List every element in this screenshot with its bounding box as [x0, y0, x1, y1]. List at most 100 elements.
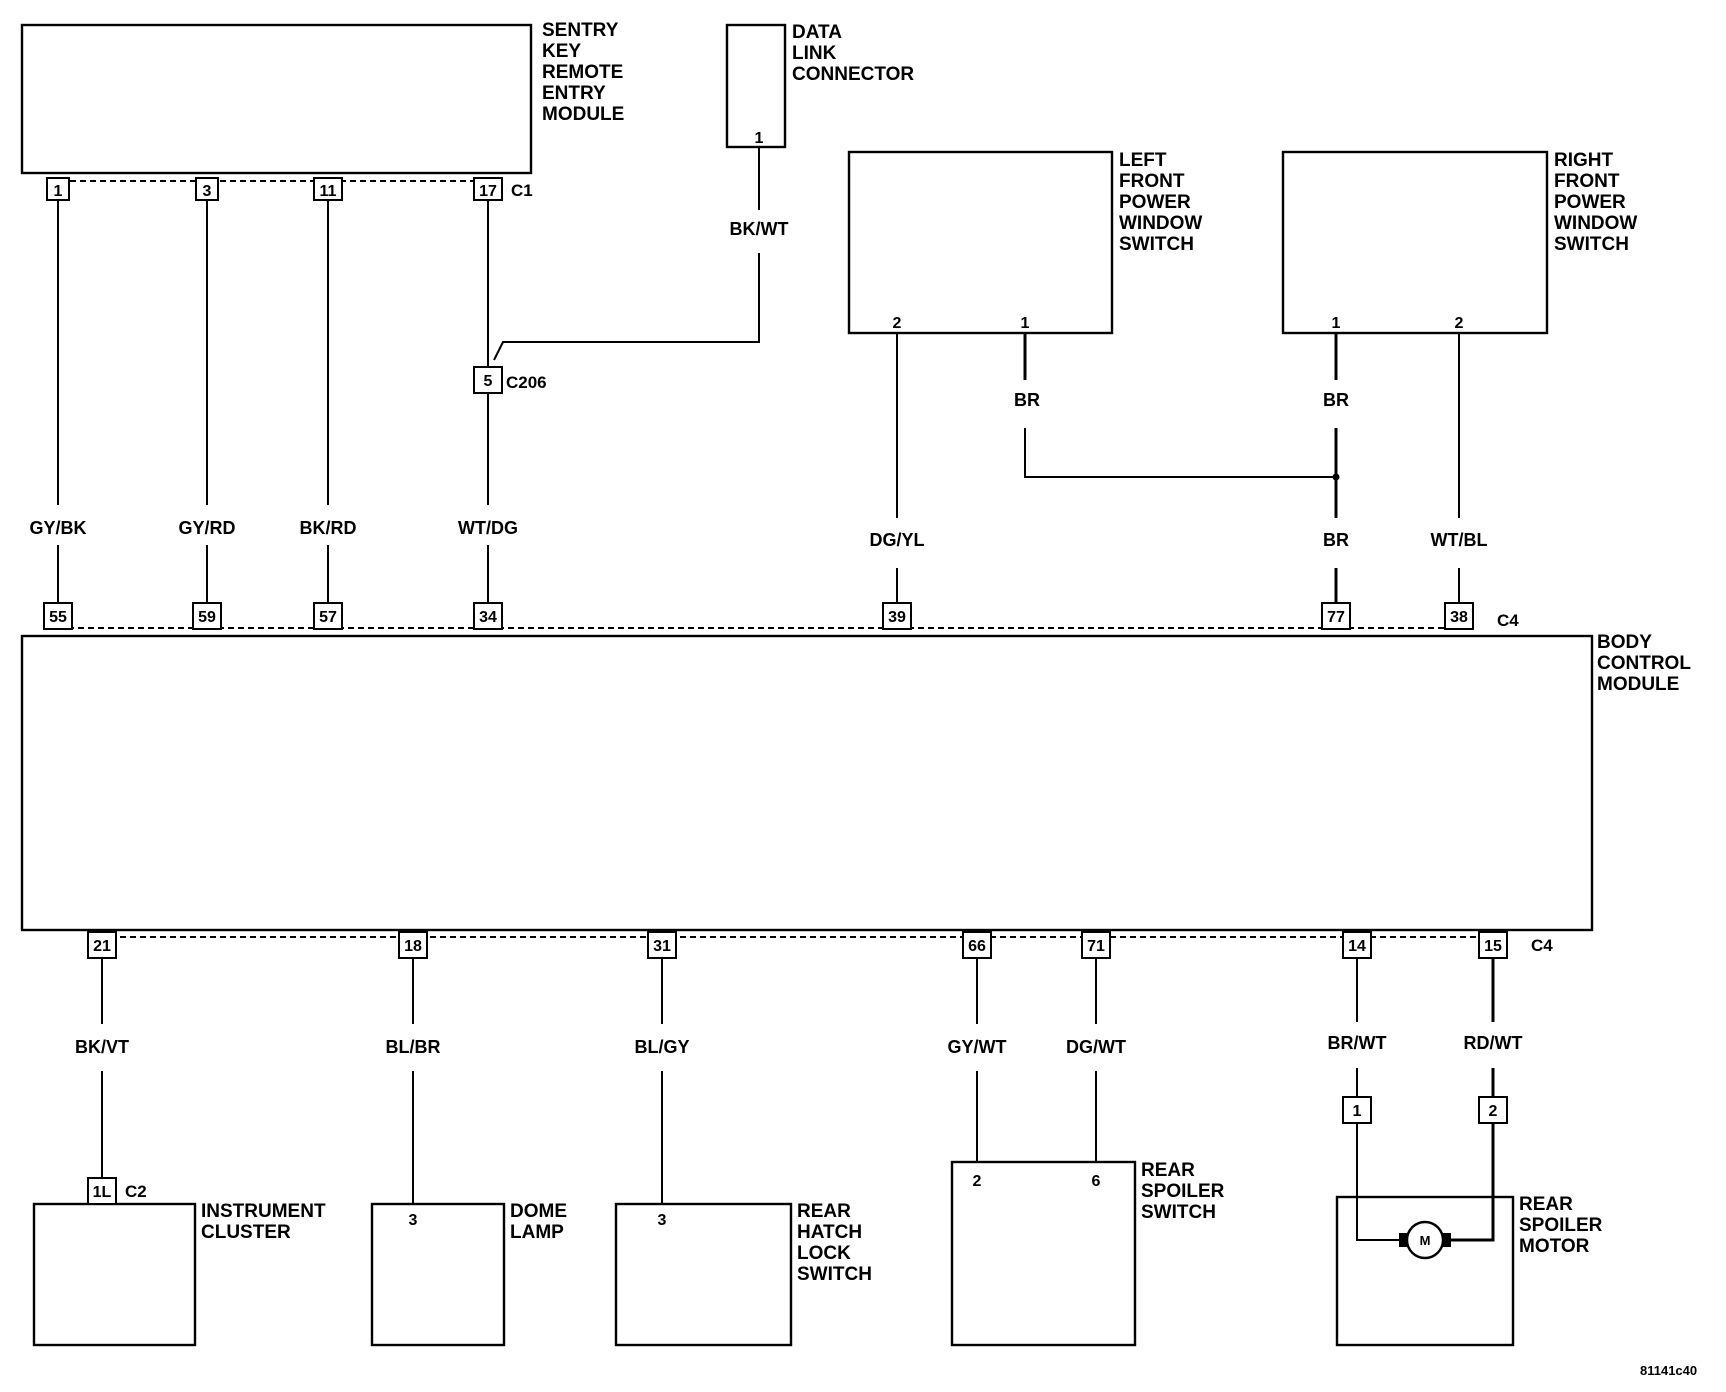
- motor-wire-left: [1356, 1123, 1399, 1241]
- bcm-pin-57: 57: [313, 602, 343, 630]
- spoiler-switch-box: [950, 1160, 1137, 1347]
- spoiler-switch-pin-6: 6: [1092, 1173, 1101, 1190]
- sentry-key-remote-entry-module: SENTRY KEY REMOTE ENTRY MODULE 1 3 11 17…: [20, 20, 624, 201]
- bcm-label-2: CONTROL: [1597, 653, 1691, 674]
- cluster-connector-c2: C2: [125, 1182, 147, 1201]
- bcm-pin-77: 77: [1321, 602, 1351, 630]
- spoiler-motor-label-2: SPOILER: [1519, 1215, 1603, 1236]
- svg-text:1: 1: [1353, 1103, 1362, 1120]
- rfpws-box: [1281, 150, 1549, 335]
- wire-label-bkvt: BK/VT: [75, 1037, 129, 1057]
- wire-label-wtbl: WT/BL: [1431, 530, 1488, 550]
- bcm-pin-38: 38: [1444, 602, 1474, 630]
- lfpws-pin-1: 1: [1021, 315, 1030, 332]
- spoiler-motor-box: [1335, 1195, 1515, 1347]
- wire-label-dgwt: DG/WT: [1066, 1037, 1126, 1057]
- figure-id: 81141c40: [1640, 1363, 1697, 1378]
- wire-bkwt-lower: [493, 253, 760, 361]
- dlc-label-3: CONNECTOR: [792, 64, 914, 85]
- wire-label-wtdg: WT/DG: [458, 518, 518, 538]
- rear-spoiler-switch: 2 6 REAR SPOILER SWITCH: [950, 1160, 1225, 1347]
- bcm-pin-14: 14: [1342, 931, 1372, 959]
- lfpws-label-1: LEFT: [1119, 150, 1167, 171]
- bcm-label-3: MODULE: [1597, 674, 1679, 695]
- skrem-label-2: KEY: [542, 41, 581, 62]
- bcm-pin-15: 15: [1478, 931, 1508, 959]
- c206-pin-5: 5: [473, 366, 503, 394]
- bcm-pin-39: 39: [882, 602, 912, 630]
- dlc-pin-1: 1: [755, 130, 764, 147]
- wire-label-gyrd: GY/RD: [178, 518, 235, 538]
- motor-brush-left: [1399, 1233, 1407, 1247]
- svg-text:57: 57: [319, 609, 337, 626]
- rfpws-label-4: WINDOW: [1554, 213, 1637, 234]
- wire-label-blbr: BL/BR: [386, 1037, 441, 1057]
- wire-label-gybk: GY/BK: [29, 518, 86, 538]
- right-front-power-window-switch: 1 2 RIGHT FRONT POWER WINDOW SWITCH: [1281, 150, 1637, 335]
- skrem-connector-c1: C1: [511, 181, 533, 200]
- left-front-power-window-switch: 2 1 LEFT FRONT POWER WINDOW SWITCH: [847, 150, 1202, 335]
- svg-text:17: 17: [479, 183, 497, 200]
- bcm-bottom-connector-c4: C4: [1531, 936, 1553, 955]
- svg-text:66: 66: [968, 938, 986, 955]
- svg-text:5: 5: [484, 373, 493, 390]
- dome-pin-3: 3: [409, 1212, 418, 1229]
- rfpws-label-1: RIGHT: [1554, 150, 1614, 171]
- spoiler-switch-label-2: SPOILER: [1141, 1181, 1225, 1202]
- hatch-label-4: SWITCH: [797, 1264, 872, 1285]
- lower-wiring: BK/VT BL/BR BL/GY GY/WT DG/WT BR/WT RD/W…: [75, 958, 1522, 1208]
- cluster-label-1: INSTRUMENT: [201, 1201, 326, 1222]
- dlc-label-2: LINK: [792, 43, 837, 64]
- body-control-module: BODY CONTROL MODULE 55 59 57 34 39 77: [20, 602, 1691, 959]
- rfpws-pin-1: 1: [1332, 315, 1341, 332]
- dome-label-2: LAMP: [510, 1222, 564, 1243]
- wire-label-gywt: GY/WT: [948, 1037, 1007, 1057]
- bcm-pin-55: 55: [43, 602, 73, 630]
- svg-text:39: 39: [888, 609, 906, 626]
- svg-text:71: 71: [1087, 938, 1105, 955]
- wire-br-left-lower: [1024, 428, 1336, 478]
- splice-node: [1332, 473, 1340, 481]
- wire-label-br-left: BR: [1014, 390, 1040, 410]
- svg-text:21: 21: [93, 938, 111, 955]
- svg-text:34: 34: [479, 609, 497, 626]
- bcm-pin-59: 59: [192, 602, 222, 630]
- svg-text:2: 2: [1489, 1103, 1498, 1120]
- bcm-box: [20, 634, 1594, 932]
- spoiler-motor-pin-1: 1: [1342, 1096, 1372, 1124]
- lfpws-label-2: FRONT: [1119, 171, 1185, 192]
- wire-label-br-bcm: BR: [1323, 530, 1349, 550]
- skrem-label-4: ENTRY: [542, 83, 606, 104]
- upper-wiring: GY/BK GY/RD BK/RD BK/WT 5 C206 WT/DG DG/…: [29, 147, 1487, 603]
- wire-label-dgyl: DG/YL: [869, 530, 924, 550]
- svg-text:14: 14: [1348, 938, 1366, 955]
- dlc-label-1: DATA: [792, 22, 842, 43]
- c206-connector-label: C206: [506, 373, 547, 392]
- lfpws-label-3: POWER: [1119, 192, 1191, 213]
- hatch-label-1: REAR: [797, 1201, 851, 1222]
- bcm-pin-71: 71: [1081, 931, 1111, 959]
- hatch-label-2: HATCH: [797, 1222, 862, 1243]
- dome-box: [370, 1202, 506, 1347]
- skrem-pin-1: 1: [46, 177, 70, 201]
- svg-text:1L: 1L: [93, 1184, 112, 1201]
- rfpws-label-3: POWER: [1554, 192, 1626, 213]
- skrem-label-3: REMOTE: [542, 62, 623, 83]
- skrem-box: [20, 23, 533, 175]
- skrem-pin-11: 11: [313, 177, 343, 201]
- svg-text:55: 55: [49, 609, 67, 626]
- skrem-pin-17: 17: [473, 177, 503, 201]
- spoiler-motor-label-1: REAR: [1519, 1194, 1573, 1215]
- motor-symbol: M: [1420, 1233, 1431, 1248]
- wire-label-rdwt: RD/WT: [1464, 1033, 1523, 1053]
- cluster-pin-1l: 1L: [87, 1177, 117, 1205]
- bcm-pin-66: 66: [962, 931, 992, 959]
- wire-label-bkrd: BK/RD: [300, 518, 357, 538]
- rfpws-label-5: SWITCH: [1554, 234, 1629, 255]
- bcm-pin-21: 21: [87, 931, 117, 959]
- hatch-box: [614, 1202, 793, 1347]
- svg-text:59: 59: [198, 609, 216, 626]
- bcm-top-connector-c4: C4: [1497, 611, 1519, 630]
- cluster-label-2: CLUSTER: [201, 1222, 291, 1243]
- dome-label-1: DOME: [510, 1201, 567, 1222]
